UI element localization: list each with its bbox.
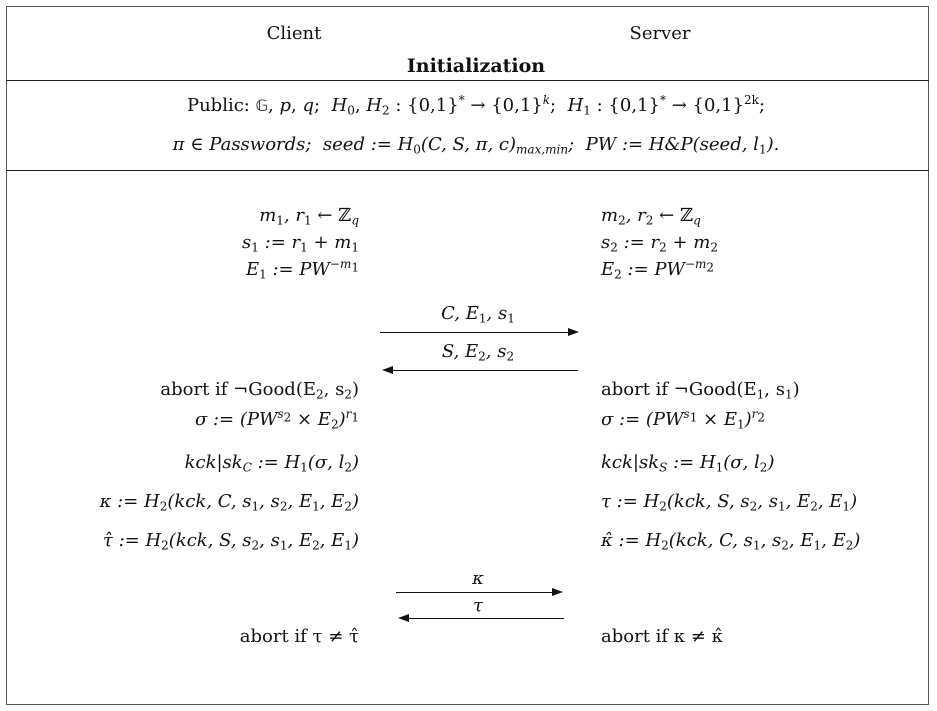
server-abort-kappa: abort if κ ≠ κ̂ xyxy=(601,626,723,647)
server-e2: E2 := PW−m2 xyxy=(601,256,715,282)
server-random: m2, r2 ← ℤq xyxy=(601,205,701,228)
arrow-head-right-icon xyxy=(552,588,563,596)
arrow-left-1 xyxy=(392,370,578,371)
message-server-to-client: S, E2, s2 xyxy=(441,341,515,364)
client-sigma: σ := (PWs2 × E2)r1 xyxy=(194,406,359,432)
client-abort-good: abort if ¬Good(E2, s2) xyxy=(160,379,359,402)
protocol-frame xyxy=(6,6,929,705)
arrow-head-right-icon xyxy=(568,328,579,336)
server-abort-good: abort if ¬Good(E1, s1) xyxy=(601,379,800,402)
message-client-to-server: C, E1, s1 xyxy=(441,303,515,326)
client-kck: kck|skC := H1(σ, l2) xyxy=(184,452,359,475)
client-heading: Client xyxy=(266,23,322,44)
arrow-head-left-icon xyxy=(382,366,393,374)
client-s1: s1 := r1 + m1 xyxy=(242,232,359,255)
arrow-head-left-icon xyxy=(398,614,409,622)
section-title: Initialization xyxy=(406,55,546,77)
server-kck: kck|skS := H1(σ, l2) xyxy=(601,452,775,475)
server-kappahat: κ̂ := H2(kck, C, s1, s2, E1, E2) xyxy=(601,530,861,553)
message-tau: τ xyxy=(473,595,483,616)
server-tau: τ := H2(kck, S, s2, s1, E2, E1) xyxy=(601,491,858,514)
arrow-right-2 xyxy=(396,592,554,593)
bottom-rule xyxy=(6,170,929,171)
public-params: Public: 𝔾, p, q; H0, H2 : {0,1}* → {0,1}… xyxy=(186,92,766,118)
message-kappa: κ xyxy=(472,568,484,589)
client-abort-tau: abort if τ ≠ τ̂ xyxy=(239,626,359,647)
client-random: m1, r1 ← ℤq xyxy=(259,205,359,228)
arrow-right-1 xyxy=(380,332,570,333)
client-tauhat: τ̂ := H2(kck, S, s2, s1, E2, E1) xyxy=(102,530,359,553)
client-e1: E1 := PW−m1 xyxy=(245,256,359,282)
server-heading: Server xyxy=(629,23,691,44)
server-sigma: σ := (PWs1 × E1)r2 xyxy=(601,406,766,432)
password-line: π ∈ Passwords; seed := H0(C, S, π, c)max… xyxy=(172,134,780,157)
server-s2: s2 := r2 + m2 xyxy=(601,232,718,255)
top-rule xyxy=(6,80,929,81)
client-kappa: κ := H2(kck, C, s1, s2, E1, E2) xyxy=(99,491,359,514)
arrow-left-2 xyxy=(408,618,564,619)
